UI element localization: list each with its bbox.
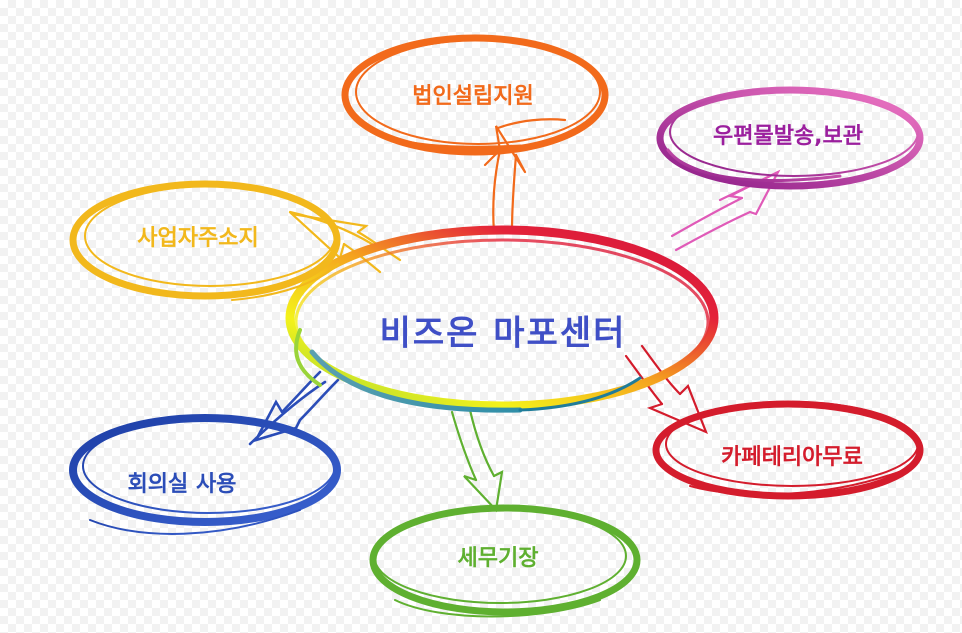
arrow-to-meeting xyxy=(248,370,340,446)
arrow-to-corp xyxy=(483,118,567,234)
meeting-label: 회의실 사용 xyxy=(127,472,237,497)
tax-ellipse xyxy=(369,504,641,618)
meeting-ellipse xyxy=(69,414,341,535)
mail-ellipse xyxy=(656,86,924,190)
corp-label: 법인설립지원 xyxy=(412,84,534,109)
center-ellipse xyxy=(285,225,719,413)
center-label: 비즈온 마포센터 xyxy=(379,313,627,354)
cafe-label: 카페테리아무료 xyxy=(721,445,863,470)
address-ellipse xyxy=(69,180,341,301)
address-label: 사업자주소지 xyxy=(137,226,259,251)
tax-label: 세무기장 xyxy=(457,546,539,571)
arrow-to-tax xyxy=(450,408,504,513)
cafe-ellipse xyxy=(652,400,924,500)
mail-label: 우편물발송,보관 xyxy=(712,124,864,149)
corp-ellipse xyxy=(341,34,609,156)
